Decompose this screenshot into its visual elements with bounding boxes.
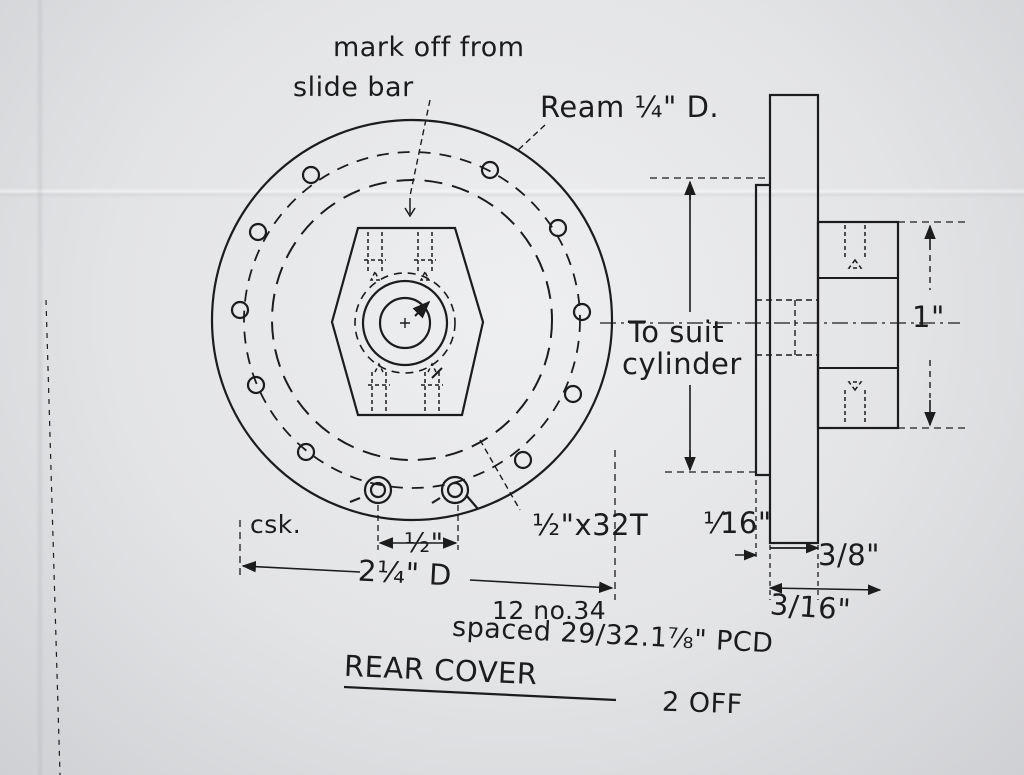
label-ream: Ream ¼" D.: [540, 90, 720, 124]
cylinder-bore-dashed-circle: [271, 179, 553, 461]
label-sixteenth: ⅟16": [703, 506, 772, 540]
label-cylinder: cylinder: [622, 347, 742, 381]
label-diameter: 2¼" D: [357, 553, 453, 593]
drawing-quantity: 2 OFF: [661, 686, 744, 721]
title-underline: [343, 685, 617, 702]
label-three-eighths: 3/8": [818, 538, 881, 572]
dim-three-sixteenths-line: [768, 582, 882, 596]
label-mark-off-line2: slide bar: [293, 72, 414, 103]
central-boss: [330, 226, 485, 417]
paper-fold-horizontal: [0, 188, 1024, 198]
outer-flange-circle: [210, 118, 614, 522]
pcd-dashed-circle: [243, 151, 581, 489]
label-csk: csk.: [250, 510, 302, 539]
label-thread: ½"x32T: [532, 508, 649, 542]
dim-diameter-line: [241, 560, 361, 573]
boss-outer-circle: [361, 279, 449, 367]
boss-dashed-circle: [354, 272, 456, 374]
boss-inner-circle: [378, 296, 432, 350]
countersunk-holes: [349, 475, 479, 510]
boss-tapped-holes: [364, 232, 443, 412]
label-holes-count: 12 no.34: [492, 596, 607, 625]
label-to-suit: To suit: [628, 315, 725, 349]
label-three-sixteenths: 3/16": [768, 587, 853, 627]
label-mark-off-line1: mark off from: [333, 32, 525, 63]
label-half-inch: ½": [404, 528, 444, 559]
paper-fold-vertical: [36, 0, 44, 775]
side-flange-plate: [768, 93, 820, 545]
bolt-holes: [230, 160, 592, 470]
side-spigot: [754, 183, 770, 477]
label-one-inch: 1": [912, 300, 945, 334]
side-boss: [816, 220, 900, 430]
